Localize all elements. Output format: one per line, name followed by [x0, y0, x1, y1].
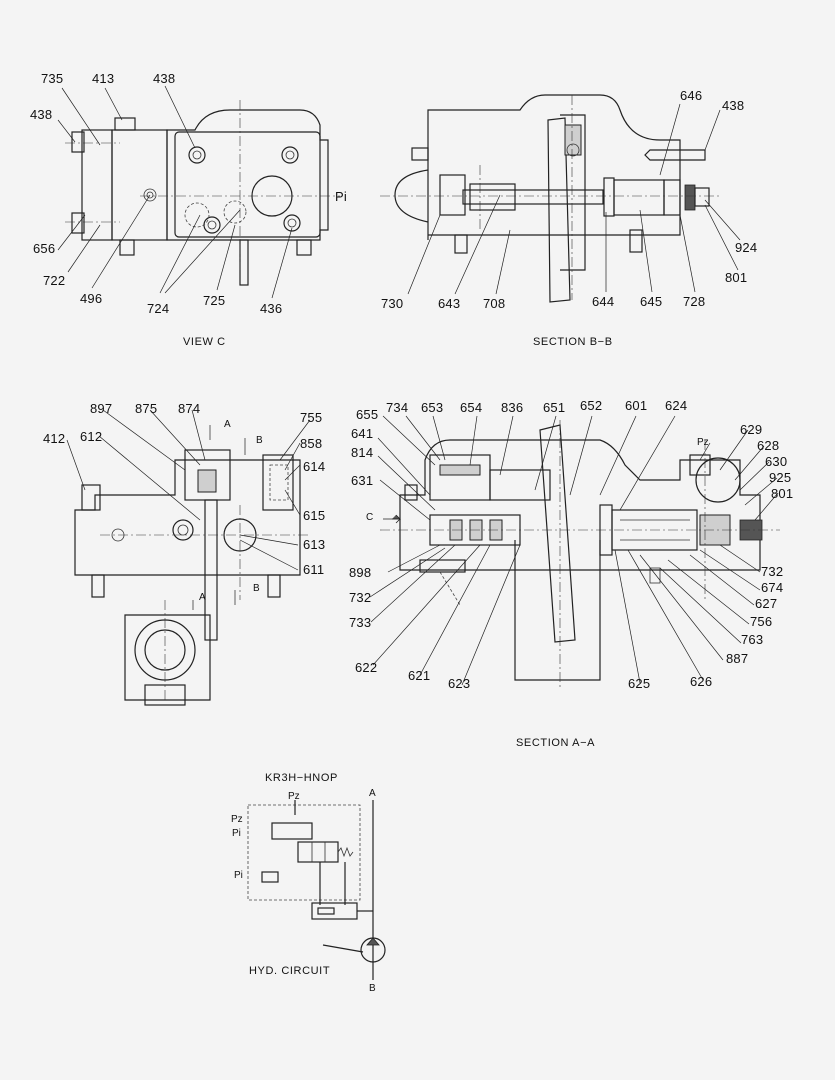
part-label: 836 — [501, 400, 524, 415]
part-label: 612 — [80, 429, 103, 444]
part-label: 763 — [741, 632, 764, 647]
part-label: 644 — [592, 294, 615, 309]
part-label: 627 — [755, 596, 778, 611]
part-label: 438 — [722, 98, 745, 113]
part-label: 708 — [483, 296, 506, 311]
part-label: 622 — [355, 660, 378, 675]
part-label: 615 — [303, 508, 326, 523]
part-label: 438 — [30, 107, 53, 122]
part-label: 801 — [725, 270, 748, 285]
section-mark-b: B — [256, 435, 263, 446]
part-label: 646 — [680, 88, 703, 103]
port-label: Pi — [335, 189, 347, 204]
port-label: Pz — [231, 814, 243, 825]
part-label: 732 — [349, 590, 372, 605]
part-label: 436 — [260, 301, 283, 316]
part-label: 656 — [33, 241, 56, 256]
part-label: 625 — [628, 676, 651, 691]
section-bb-caption: SECTION B−B — [533, 336, 613, 348]
part-label: 653 — [421, 400, 444, 415]
part-label: 858 — [300, 436, 323, 451]
part-label: 611 — [303, 562, 325, 577]
view-c-drawing — [65, 100, 340, 286]
part-label: 887 — [726, 651, 749, 666]
part-label: 613 — [303, 537, 326, 552]
part-label: 413 — [92, 71, 115, 86]
part-label: 897 — [90, 401, 113, 416]
part-label: 654 — [460, 400, 483, 415]
part-label: 629 — [740, 422, 763, 437]
part-label: 801 — [771, 486, 794, 501]
part-label: 756 — [750, 614, 773, 629]
part-label: 623 — [448, 676, 471, 691]
part-label: 651 — [543, 400, 566, 415]
part-label: 628 — [757, 438, 780, 453]
hyd-circuit-caption: HYD. CIRCUIT — [249, 965, 331, 977]
port-label-b: B — [369, 983, 376, 994]
port-label-a: A — [369, 788, 376, 799]
part-label: 924 — [735, 240, 758, 255]
part-label: 621 — [408, 668, 431, 683]
part-label: 735 — [41, 71, 64, 86]
part-label: 630 — [765, 454, 788, 469]
part-label: 874 — [178, 401, 201, 416]
section-arrow-icon — [192, 425, 401, 610]
section-bb-drawing — [380, 94, 720, 303]
port-label: Pz — [288, 791, 300, 802]
part-label: 725 — [203, 293, 226, 308]
leader-lines — [57, 85, 779, 686]
part-label: 412 — [43, 431, 66, 446]
section-aa-caption: SECTION A−A — [516, 737, 596, 749]
circuit-model-label: KR3H−HNOP — [265, 772, 338, 784]
part-label: 601 — [625, 398, 648, 413]
section-mark-a: A — [199, 592, 206, 603]
part-label: 875 — [135, 401, 158, 416]
part-label: 734 — [386, 400, 409, 415]
part-label: 641 — [351, 426, 374, 441]
side-view-drawing — [74, 449, 310, 706]
part-label: 631 — [351, 473, 374, 488]
part-label: 438 — [153, 71, 176, 86]
part-label: 645 — [640, 294, 663, 309]
port-label: Pz — [697, 437, 709, 448]
part-label: 733 — [349, 615, 372, 630]
section-aa-drawing — [380, 420, 780, 690]
part-label: 643 — [438, 296, 461, 311]
part-label: 728 — [683, 294, 706, 309]
section-mark-a: A — [224, 419, 231, 430]
port-label: Pi — [234, 870, 243, 881]
hyd-circuit-drawing — [247, 800, 386, 980]
part-label: 496 — [80, 291, 103, 306]
part-label: 722 — [43, 273, 66, 288]
part-label: 730 — [381, 296, 404, 311]
part-label: 814 — [351, 445, 374, 460]
part-label: 732 — [761, 564, 784, 579]
part-label: 652 — [580, 398, 603, 413]
section-mark-b: B — [253, 583, 260, 594]
part-label: 626 — [690, 674, 713, 689]
port-label: Pi — [232, 828, 241, 839]
part-label: 724 — [147, 301, 170, 316]
part-label: 674 — [761, 580, 784, 595]
view-c-arrow-label: C — [366, 512, 374, 523]
part-label: 755 — [300, 410, 323, 425]
part-label: 925 — [769, 470, 792, 485]
part-label: 898 — [349, 565, 372, 580]
part-label: 624 — [665, 398, 688, 413]
view-c-caption: VIEW C — [183, 336, 226, 348]
part-label: 614 — [303, 459, 326, 474]
part-label: 655 — [356, 407, 379, 422]
